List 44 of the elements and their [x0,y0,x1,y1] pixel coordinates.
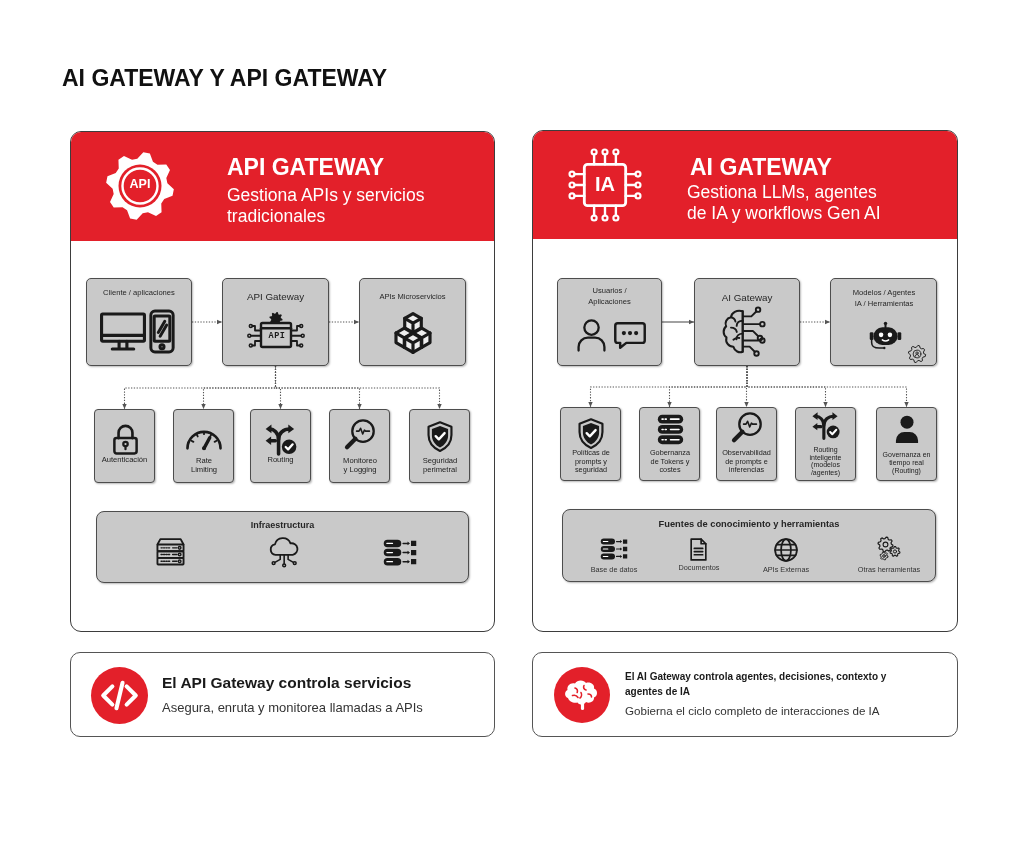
component-box [716,407,777,481]
dotted-arrow [328,319,360,325]
group-box [96,511,469,583]
dotted-arrow [274,365,442,410]
panel-card [532,130,958,632]
component-box [557,278,662,366]
panel-subtitle: Gestiona LLMs, agentes de IA y workflows Gen AI [687,182,882,225]
dotted-arrow [191,319,223,325]
component-box [329,409,390,483]
icon-text: API [129,177,151,192]
component-box [409,409,470,483]
component-box [560,407,621,481]
component-box [639,407,700,481]
summary-card [70,652,495,737]
dotted-arrow [799,319,831,325]
group-title: Infraestructura [250,520,315,531]
card-title: El API Gateway controla servicios [162,674,412,693]
icon-text: API [268,331,286,342]
icon-text: IA [595,172,615,196]
component-box [694,278,800,366]
arrow [661,319,695,325]
box-label: AI Gateway [721,292,773,304]
dotted-arrow [746,365,909,408]
summary-card [532,652,958,737]
component-box [359,278,466,366]
page-title: AI GATEWAY Y API GATEWAY [62,65,388,93]
group-title: Fuentes de conocimiento y herramientas [658,519,840,531]
panel-title: API GATEWAY [227,154,385,182]
box-label: API Gateway [246,291,305,303]
component-box [86,278,192,366]
panel-title: AI GATEWAY [690,154,832,182]
component-box [876,407,937,481]
card-text: Asegura, enruta y monitorea llamadas a APIs [162,700,423,716]
card-title: El AI Gateway controla agentes, decisiones, contexto y agentes de IA [625,670,888,699]
panel-card [70,131,495,632]
card-text: Gobierna el ciclo completo de interacciones de IA [625,704,880,718]
component-box [94,409,155,483]
component-box [250,409,311,483]
panel-subtitle: Gestiona APIs y servicios tradicionales [227,185,426,228]
component-box [222,278,329,366]
component-box [173,409,234,483]
component-box [795,407,856,481]
component-box [830,278,937,366]
group-box [562,509,936,582]
